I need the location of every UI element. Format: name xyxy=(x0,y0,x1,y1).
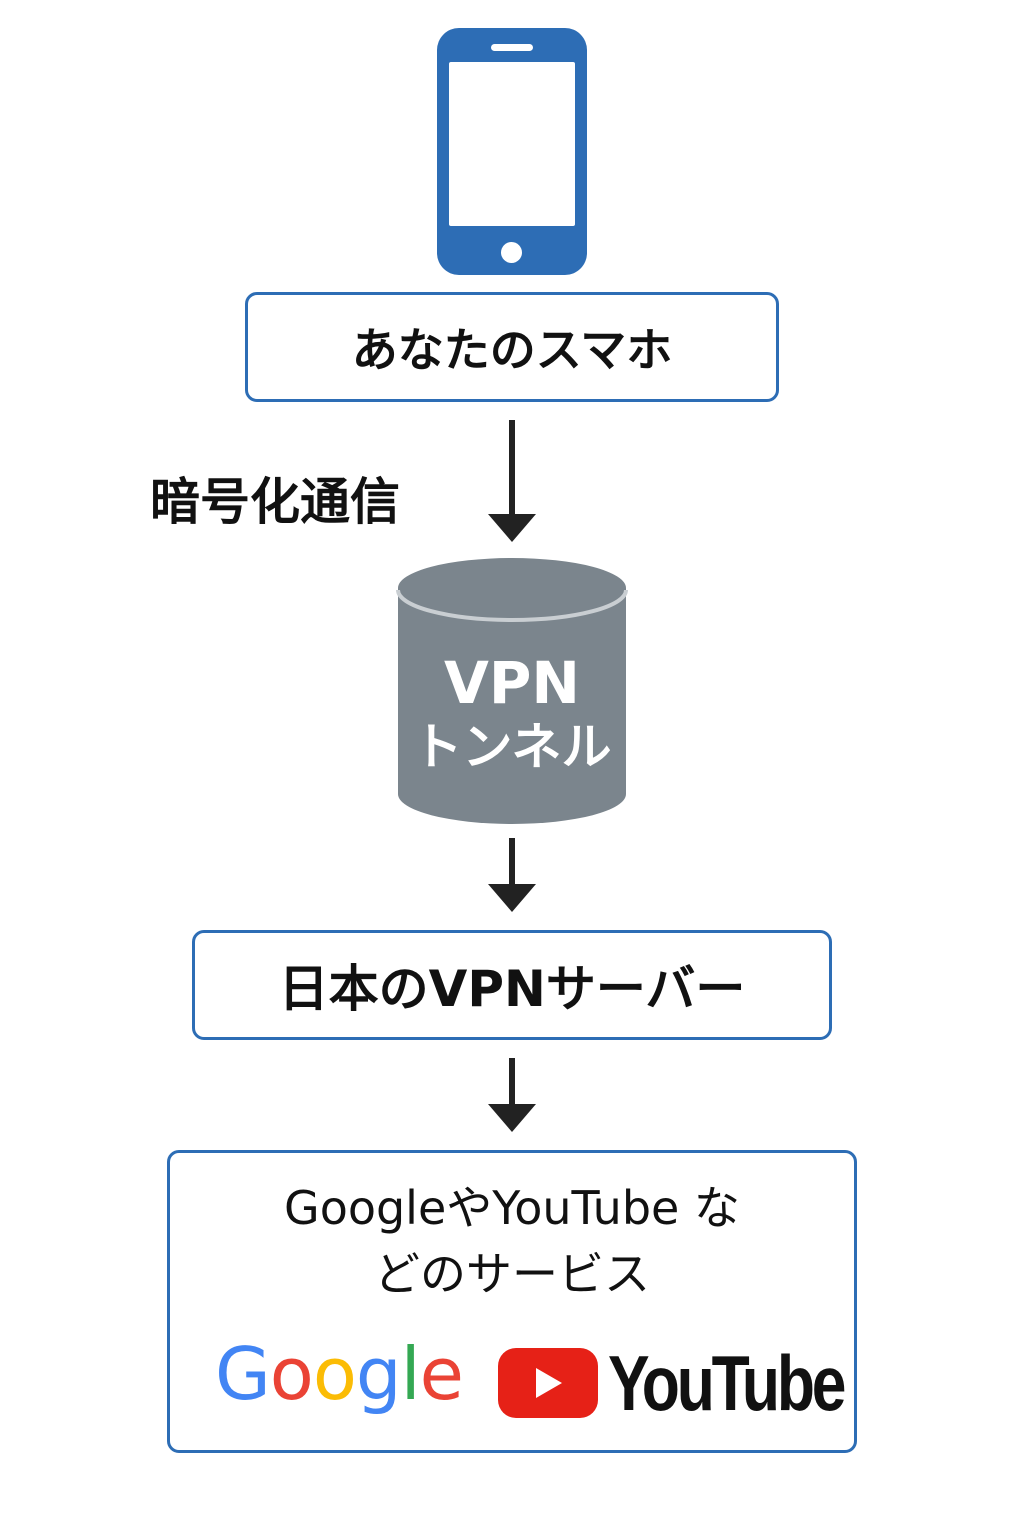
node-vpn-tunnel: VPN トンネル xyxy=(398,650,626,778)
arrow-head-3 xyxy=(488,1104,536,1132)
vpn-tunnel-line1: VPN xyxy=(444,649,580,717)
smartphone-icon xyxy=(437,28,587,275)
google-logo-g2: g xyxy=(355,1332,402,1416)
node-vpn-server-label: 日本のVPNサーバー xyxy=(278,960,746,1018)
arrow-shaft-2 xyxy=(509,838,515,886)
services-line2: どのサービス xyxy=(374,1247,650,1301)
arrow-head-2 xyxy=(488,884,536,912)
arrow-head-1 xyxy=(488,514,536,542)
node-services-label: GoogleやYouTube な どのサービス xyxy=(170,1175,854,1307)
google-logo-g: G xyxy=(215,1332,271,1416)
google-logo: Google xyxy=(215,1332,464,1416)
services-line1: GoogleやYouTube な xyxy=(284,1181,740,1235)
youtube-play-badge xyxy=(498,1348,598,1418)
google-logo-e: e xyxy=(419,1332,464,1416)
node-your-phone: あなたのスマホ xyxy=(245,292,779,402)
cylinder-icon xyxy=(396,558,628,824)
play-icon xyxy=(536,1368,562,1398)
phone-home-button xyxy=(501,242,522,263)
youtube-wordmark: YouTube xyxy=(608,1339,846,1427)
arrow-shaft-3 xyxy=(509,1058,515,1106)
google-logo-o1: o xyxy=(269,1332,314,1416)
arrow-shaft-1 xyxy=(509,420,515,515)
node-your-phone-label: あなたのスマホ xyxy=(351,323,673,377)
google-logo-l: l xyxy=(400,1332,421,1416)
phone-speaker xyxy=(491,44,533,51)
google-logo-o2: o xyxy=(312,1332,357,1416)
node-vpn-server: 日本のVPNサーバー xyxy=(192,930,832,1040)
edge-label-encrypted: 暗号化通信 xyxy=(150,473,400,531)
phone-screen xyxy=(449,62,575,226)
vpn-tunnel-line2: トンネル xyxy=(412,718,612,776)
